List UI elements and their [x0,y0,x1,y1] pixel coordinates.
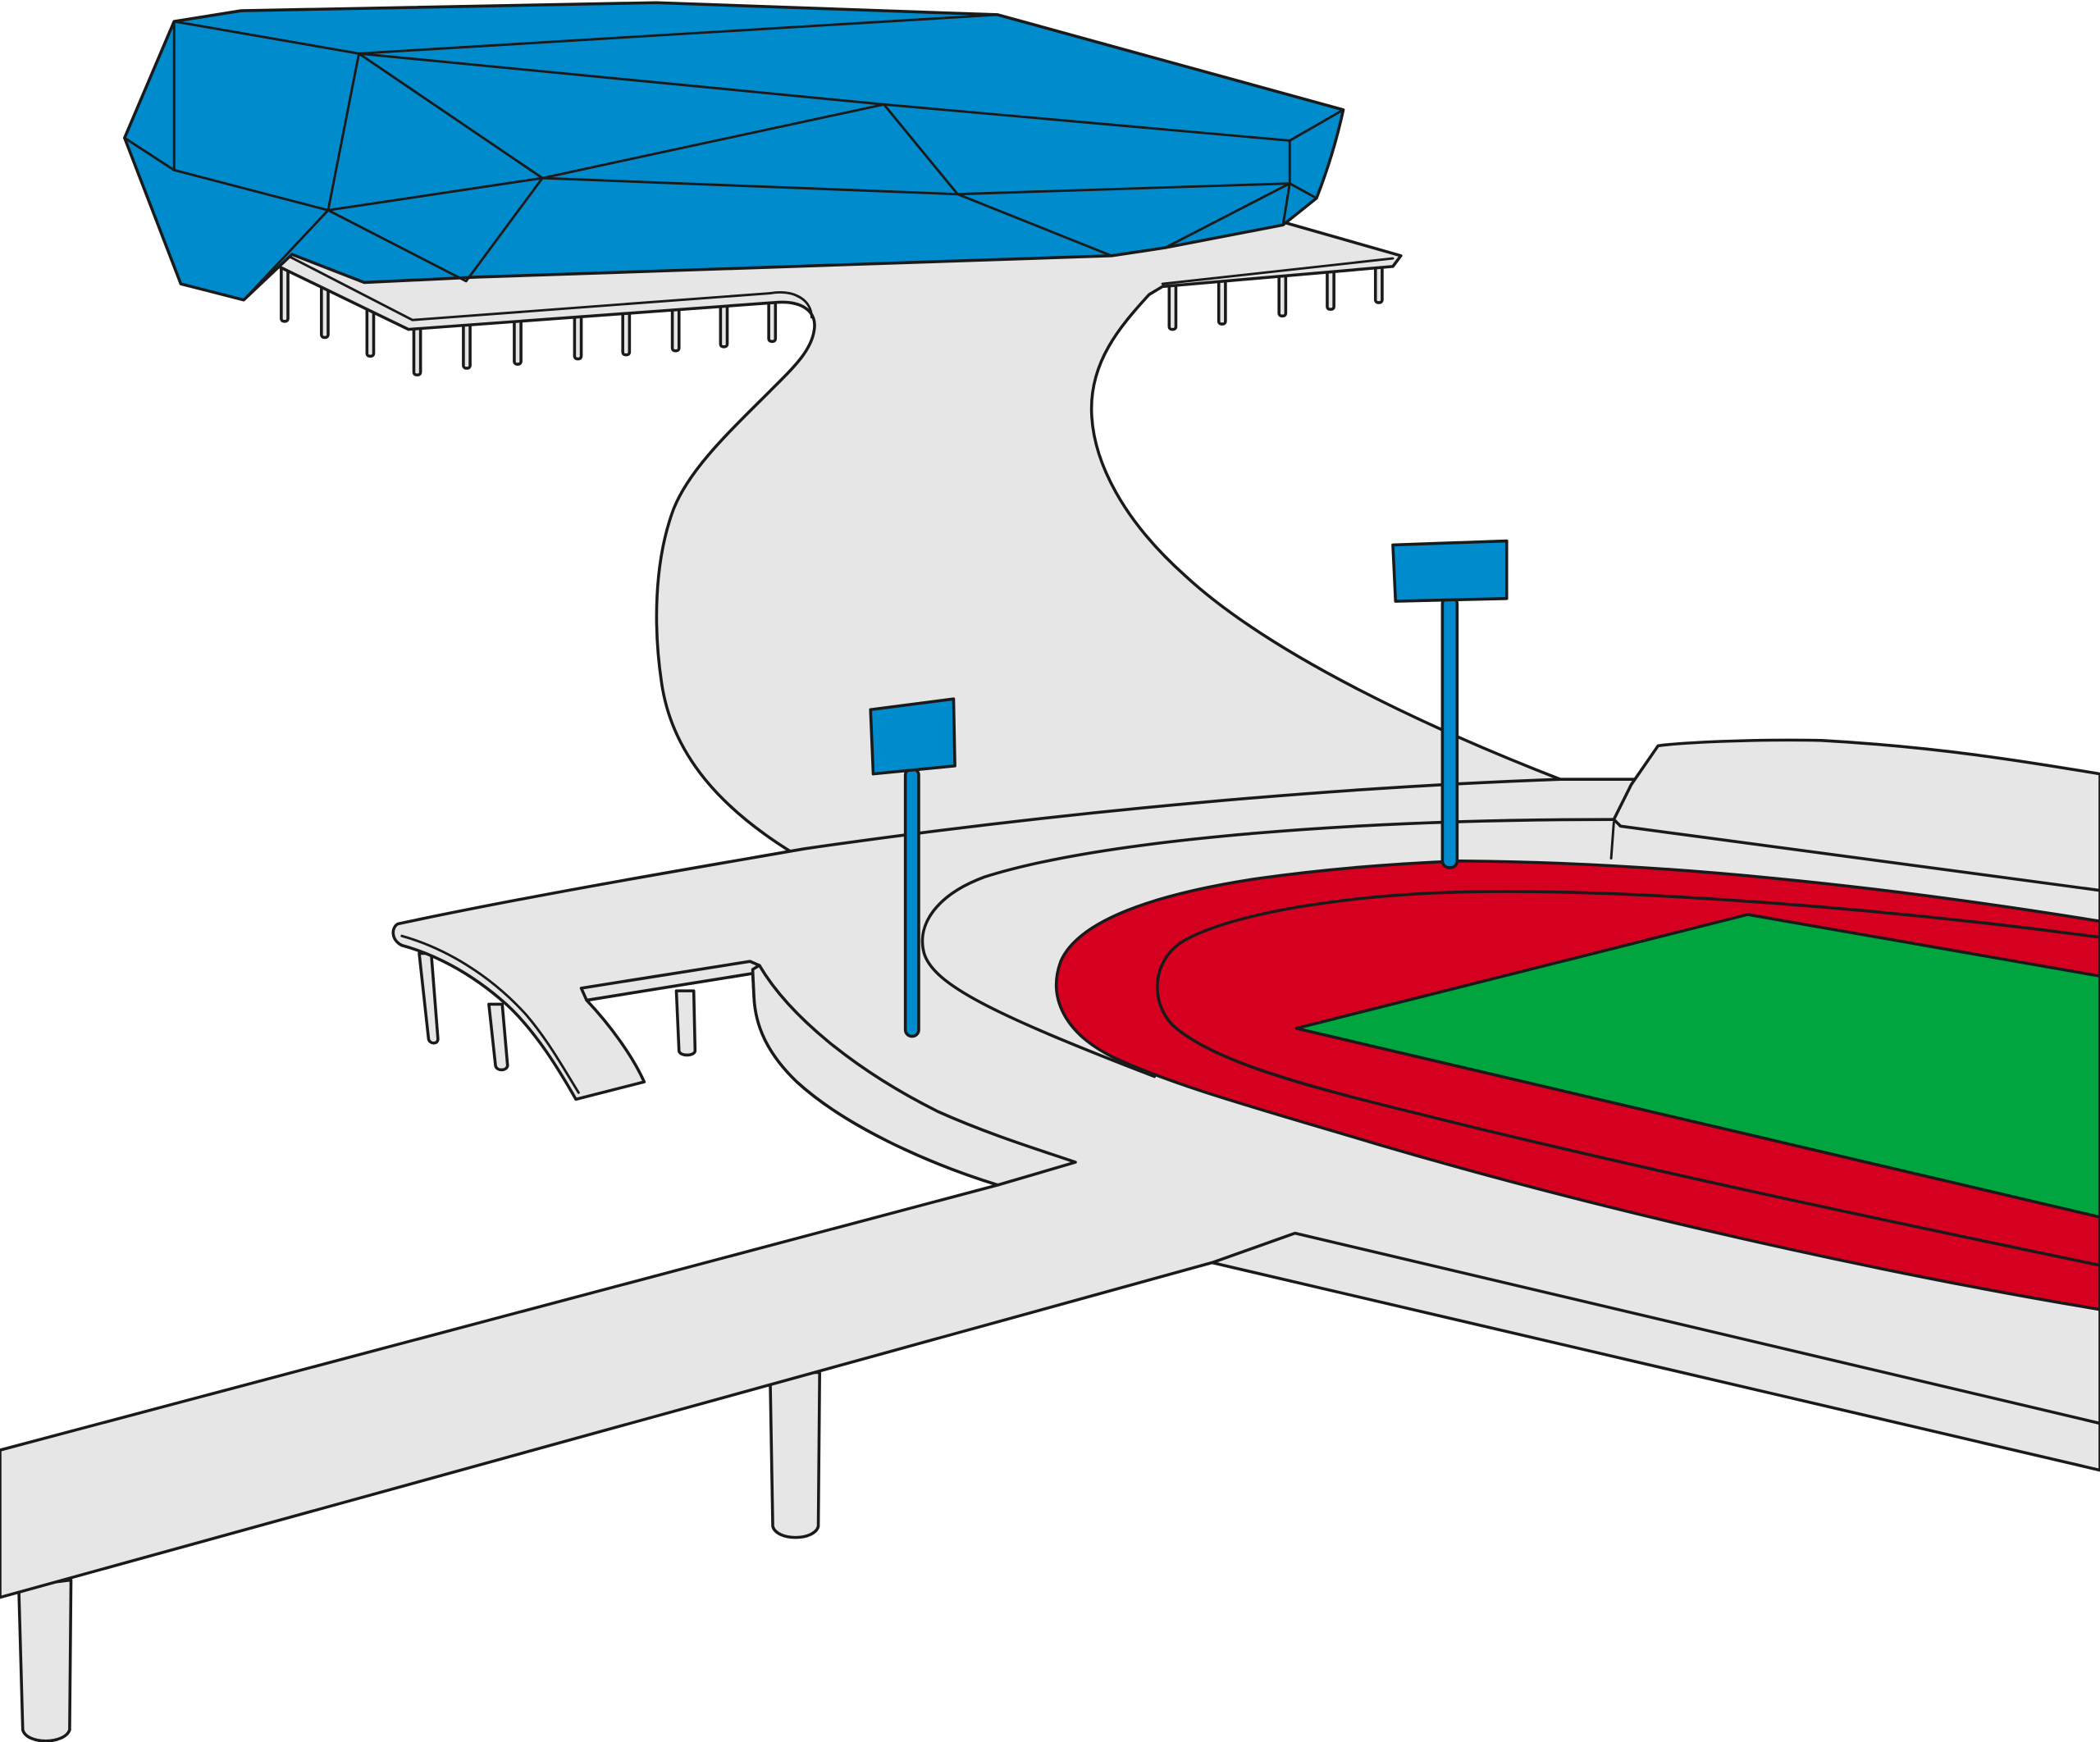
platform-rolled-edge [769,291,813,319]
roof-facet-line [326,176,544,283]
walkway-leg [17,1578,73,1742]
upper-platform-and-curved-walkway [274,219,1562,855]
signboard-pole [1440,595,1459,869]
roof-facet-line [1163,182,1291,249]
track-lane-line [1156,890,2100,1267]
platform-legs [280,261,1384,376]
ledge-leg [674,989,697,1057]
platform-leg [573,310,583,361]
signboard [869,697,956,776]
signboard [1391,539,1509,603]
roof-facet-line [123,136,330,302]
platform-leg [412,321,422,376]
platform-leg [719,299,729,349]
stand-corner-edge [1609,820,1615,860]
roof-facet-lines [123,13,1345,302]
lower-walkway-edge [1210,1231,2100,1425]
walkway-leg [768,1370,821,1539]
platform-leg [280,262,290,323]
platform-leg [1217,274,1227,326]
platform-front-edge [284,253,772,321]
platform-leg [513,314,523,366]
playing-field [1294,913,2100,1219]
roof-facet-line [358,13,999,55]
arm-leg [418,951,440,1045]
arm-top-edge [400,934,580,1094]
roof-facet-line [541,176,1113,258]
roof-facet-line [358,52,1345,142]
platform-leg [462,318,472,370]
spectator-stand [1612,738,2100,892]
roof-facet-line [1281,182,1291,226]
track-surround-edge [920,818,1616,1078]
curved-curb [751,964,1077,1187]
platform-right-edge [1161,257,1395,285]
signboard-pole [903,767,920,1038]
arm-leg [487,1002,509,1072]
